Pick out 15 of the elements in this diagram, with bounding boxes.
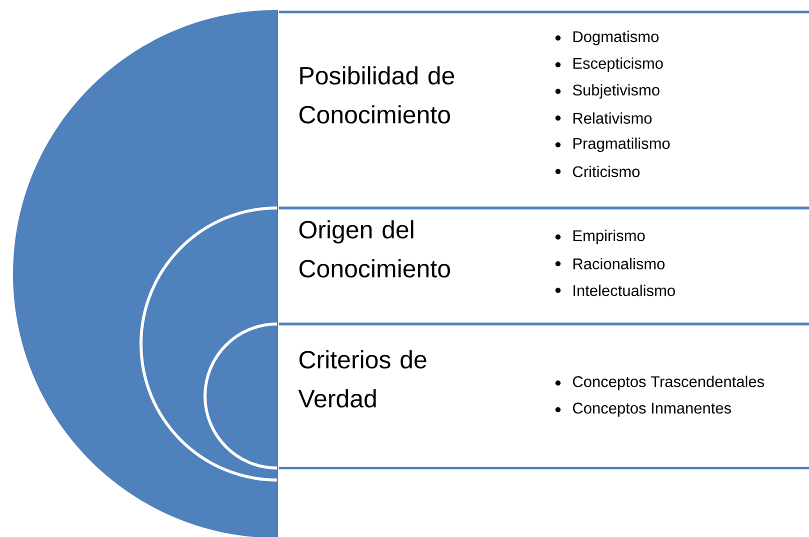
bullet-item: Racionalismo	[555, 258, 665, 270]
bullet-item: Intelectualismo	[555, 284, 675, 296]
bullet-item: Criticismo	[555, 166, 640, 178]
bullet-item: Empirismo	[555, 230, 645, 244]
bullet-item: Pragmatilismo	[555, 138, 670, 152]
bullet-item: Dogmatismo	[555, 30, 659, 46]
bullet-item: Conceptos Inmanentes	[555, 402, 731, 417]
bullet-item: Escepticismo	[555, 57, 663, 72]
bullet-item: Relativismo	[555, 112, 652, 124]
band	[279, 322, 809, 470]
band-heading: Origen del Conocimiento	[299, 220, 450, 278]
band-heading: Criterios de Verdad	[298, 350, 426, 408]
bullet-item: Subjetivismo	[555, 84, 660, 99]
bullet-item: Conceptos Trascendentales	[555, 376, 764, 390]
band-heading: Posibilidad de Conocimiento	[299, 66, 454, 124]
